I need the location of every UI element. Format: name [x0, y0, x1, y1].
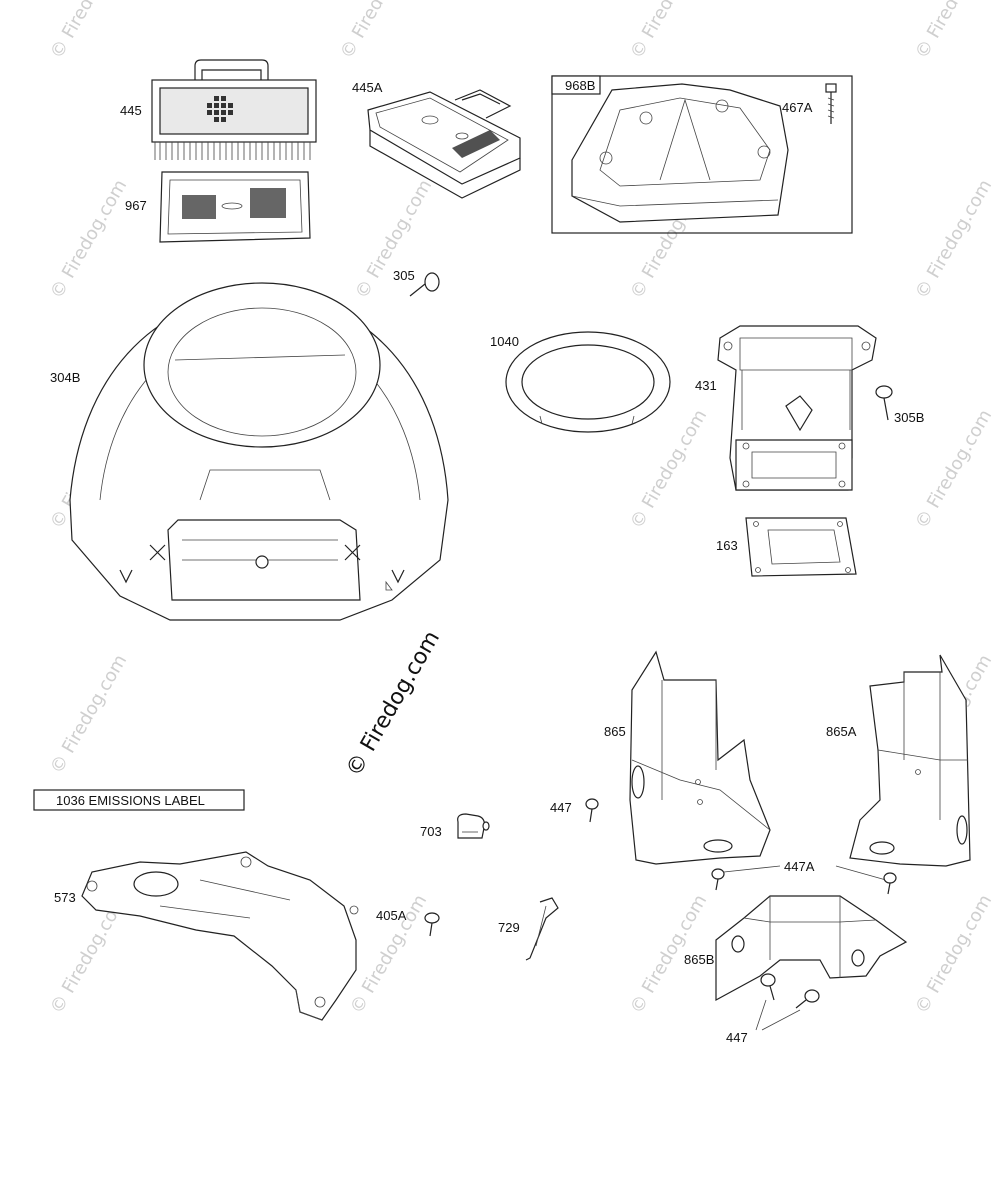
- label-304B: 304B: [50, 370, 80, 385]
- label-447-lower: 447: [726, 1030, 748, 1045]
- part-305B-screw: [875, 385, 893, 421]
- part-1040-ring: [505, 331, 671, 433]
- label-703: 703: [420, 824, 442, 839]
- emissions-label-box: 1036 EMISSIONS LABEL: [33, 789, 245, 811]
- part-703-clip: [457, 813, 490, 839]
- label-467A: 467A: [782, 100, 813, 115]
- part-304B-blower-housing: [69, 282, 449, 621]
- part-865-left-shroud: [629, 650, 771, 865]
- watermark: © Firedog.com: [911, 406, 996, 532]
- part-967-pre-cleaner: [159, 171, 311, 243]
- watermark: © Firedog.com: [46, 0, 131, 62]
- part-968B-box: [551, 75, 853, 234]
- part-447-screws-lower: [755, 973, 820, 1031]
- watermark: © Firedog.com: [911, 891, 996, 1017]
- part-865A-right-shroud: [849, 654, 971, 867]
- watermark: © Firedog.com: [911, 0, 996, 62]
- part-447A-screws: [711, 865, 897, 895]
- misc-mark: [385, 580, 393, 591]
- label-305B: 305B: [894, 410, 924, 425]
- part-865B-lower-shroud: [715, 895, 908, 1002]
- center-watermark: © Firedog.com: [342, 627, 445, 781]
- label-405A: 405A: [376, 908, 407, 923]
- part-431-intake: [717, 325, 877, 491]
- label-305: 305: [393, 268, 415, 283]
- label-573: 573: [54, 890, 76, 905]
- watermark: © Firedog.com: [351, 176, 436, 302]
- part-573-plate: [81, 851, 359, 1021]
- label-865: 865: [604, 724, 626, 739]
- label-1040: 1040: [490, 334, 519, 349]
- watermark: © Firedog.com: [46, 176, 131, 302]
- emissions-label-text: 1036 EMISSIONS LABEL: [56, 793, 205, 808]
- part-305-screw: [409, 272, 440, 297]
- watermark: © Firedog.com: [336, 0, 421, 62]
- part-163-gasket: [745, 517, 857, 577]
- part-445-air-filter: [151, 59, 317, 160]
- part-445A-filter-base: [367, 89, 521, 199]
- label-431: 431: [695, 378, 717, 393]
- watermark: © Firedog.com: [46, 651, 131, 777]
- part-447-screw-upper: [585, 798, 599, 823]
- label-445: 445: [120, 103, 142, 118]
- watermark: © Firedog.com: [626, 0, 711, 62]
- part-467A-bolt: [825, 83, 837, 124]
- label-968B: 968B: [565, 78, 595, 93]
- watermark: © Firedog.com: [626, 406, 711, 532]
- label-447-upper: 447: [550, 800, 572, 815]
- label-967: 967: [125, 198, 147, 213]
- part-729-link: [525, 897, 559, 961]
- label-729: 729: [498, 920, 520, 935]
- part-405A-screw: [424, 912, 440, 937]
- label-447A: 447A: [784, 859, 815, 874]
- label-445A: 445A: [352, 80, 383, 95]
- label-865A: 865A: [826, 724, 857, 739]
- label-163: 163: [716, 538, 738, 553]
- label-865B: 865B: [684, 952, 714, 967]
- watermark: © Firedog.com: [911, 176, 996, 302]
